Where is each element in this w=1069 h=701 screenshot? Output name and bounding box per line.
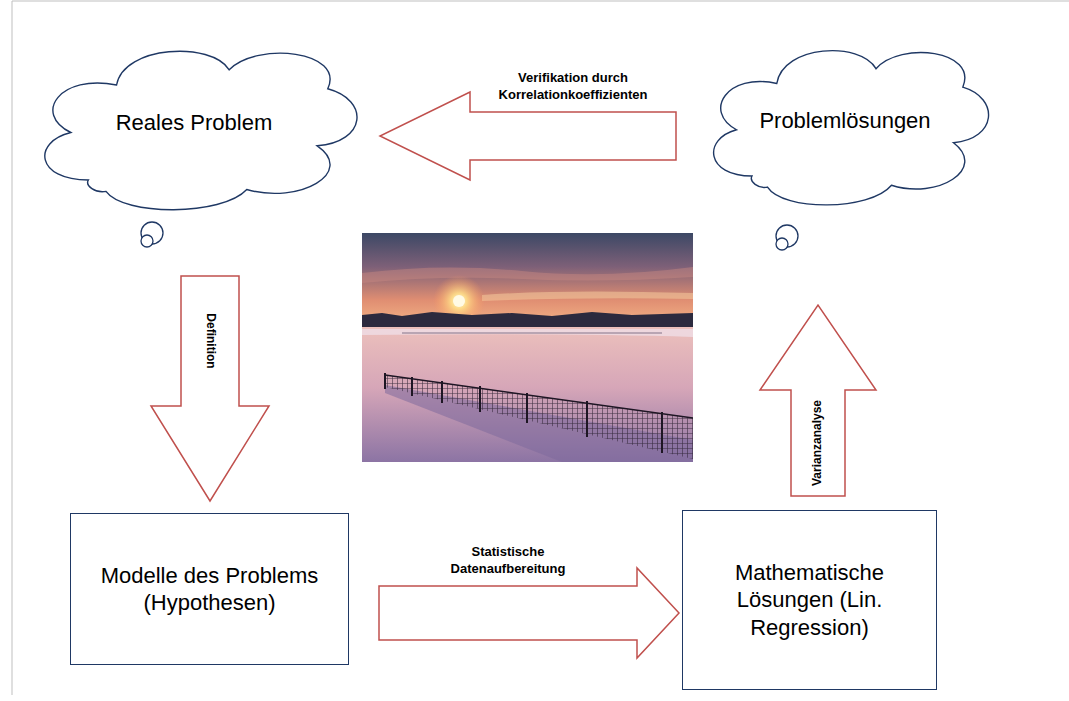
math-box: Mathematische Lösungen (Lin. Regression) — [682, 510, 937, 690]
arrow-label: Statistische Datenaufbereitung — [423, 544, 593, 578]
block-arrow — [380, 92, 676, 180]
arrow-label: Verifikation durch Korrelationkoeffizien… — [473, 70, 673, 104]
node-text: Mathematische Lösungen (Lin. Regression) — [694, 559, 925, 642]
model-box: Modelle des Problems (Hypothesen) — [70, 513, 349, 665]
block-arrow — [151, 276, 269, 501]
frame-line — [12, 1, 13, 695]
arrow-label: Definition — [202, 313, 218, 368]
block-arrow — [760, 305, 876, 496]
arrow-label: Varianzanalyse — [810, 400, 826, 486]
node-text: Modelle des Problems (Hypothesen) — [82, 562, 337, 617]
node-text: Reales Problem — [116, 109, 273, 137]
frame-line — [12, 1, 1069, 2]
block-arrow — [379, 568, 679, 658]
node-text: Problemlösungen — [759, 107, 930, 135]
sunset-photo — [362, 233, 693, 462]
solution-cloud: Problemlösungen — [690, 28, 1000, 213]
problem-cloud: Reales Problem — [18, 28, 370, 218]
